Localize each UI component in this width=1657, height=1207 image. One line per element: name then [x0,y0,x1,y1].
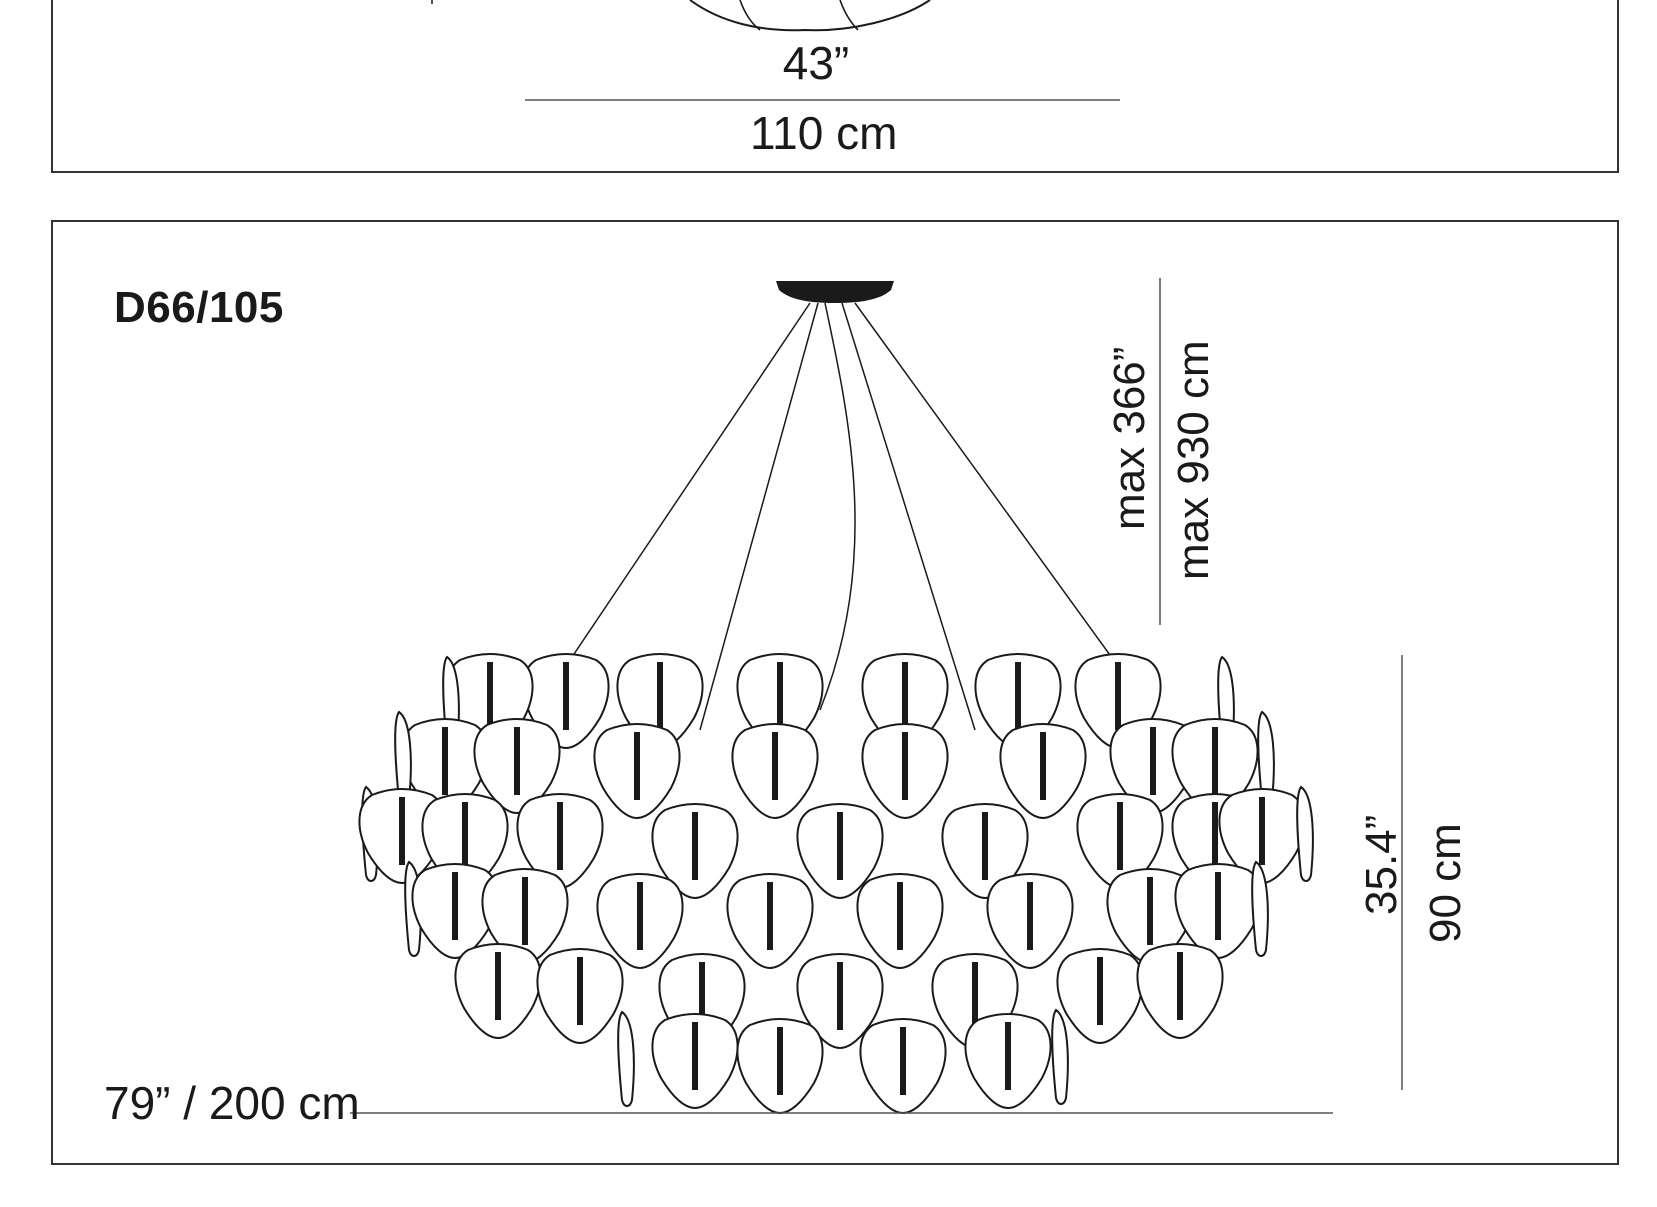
max-height-inches: max 366” [1105,346,1154,530]
height-cm: 90 cm [1421,823,1470,943]
height-inches: 35.4” [1357,814,1406,915]
top-width-inches: 43” [782,37,850,89]
suspension-cables [569,302,1116,731]
petal-row-fifth [454,943,1224,1049]
max-height-cm: max 930 cm [1169,340,1218,580]
top-fixture-fragment [431,0,1120,101]
width-label: 79” / 200 cm [104,1077,360,1129]
model-code: D66/105 [114,283,284,332]
ceiling-canopy [776,281,894,303]
top-width-cm: 110 cm [750,107,898,159]
